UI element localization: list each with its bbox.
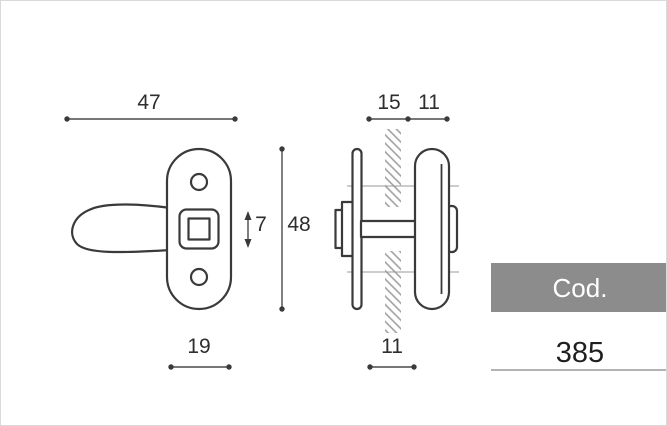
dim-plate-height: 48 xyxy=(279,146,311,312)
screw-hole-bottom xyxy=(189,267,209,287)
code-panel-background xyxy=(491,263,666,312)
dim-arrow-down xyxy=(244,239,252,248)
dim-wall-thickness-label: 11 xyxy=(381,335,403,358)
dim-side-depth-label: 11 xyxy=(418,91,440,114)
dim-side-widths: 15 11 xyxy=(366,91,450,122)
wall-hatch-bottom xyxy=(385,251,401,333)
dim-plate-height-label: 48 xyxy=(287,213,310,236)
code-panel: Cod. 385 xyxy=(491,263,666,371)
square-spindle-hole xyxy=(187,217,211,241)
dim-dot xyxy=(411,364,417,370)
screw-hole-top xyxy=(189,172,209,192)
lever-handle xyxy=(71,203,173,254)
dim-dot xyxy=(367,364,373,370)
dim-overall-width-label: 47 xyxy=(137,91,160,114)
dim-dot xyxy=(279,146,285,152)
dim-dot xyxy=(226,364,232,370)
dim-square-hole-label: 7 xyxy=(255,213,267,236)
dim-dot xyxy=(405,116,411,122)
lever-hub-inner xyxy=(340,200,355,258)
dim-overall-width: 47 xyxy=(64,91,238,122)
dim-square-hole: 7 xyxy=(244,211,267,248)
dim-dot xyxy=(232,116,238,122)
dim-dot xyxy=(64,116,70,122)
dim-dot xyxy=(279,306,285,312)
dim-side-offset-label: 15 xyxy=(377,91,400,114)
side-view xyxy=(334,129,459,333)
dim-plate-width: 19 xyxy=(168,335,232,370)
front-view xyxy=(71,147,233,311)
dim-arrow-up xyxy=(244,211,252,220)
back-plate-side xyxy=(413,147,451,311)
code-value: 385 xyxy=(556,337,604,369)
code-panel-label: Cod. xyxy=(553,273,608,303)
wall-hatch-top xyxy=(385,129,401,207)
spindle xyxy=(359,219,420,239)
dim-dot xyxy=(366,116,372,122)
dim-dot xyxy=(168,364,174,370)
dim-plate-width-label: 19 xyxy=(187,335,210,358)
dim-wall-thickness: 11 xyxy=(367,335,417,370)
dim-dot xyxy=(444,116,450,122)
